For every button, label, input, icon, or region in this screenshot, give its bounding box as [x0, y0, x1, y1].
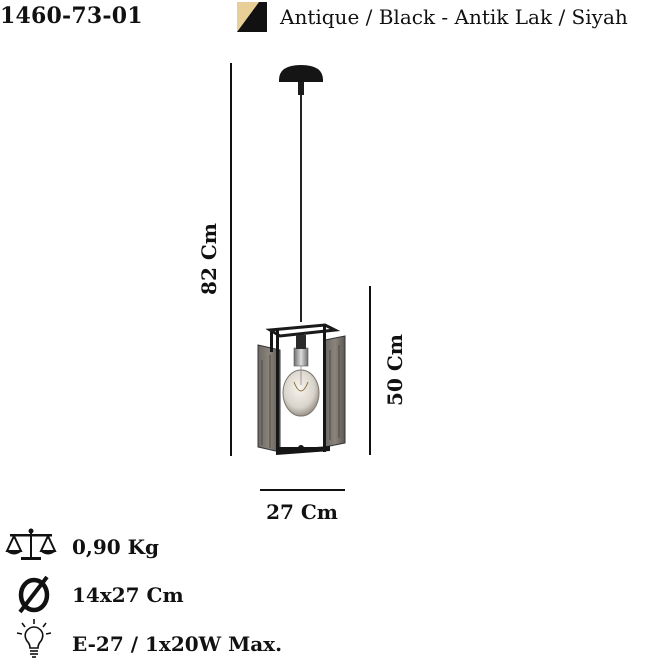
total-height-line — [230, 63, 232, 456]
diameter-icon — [14, 574, 64, 614]
finish-label: Antique / Black - Antik Lak / Siyah — [280, 5, 628, 29]
bulb-spec-text: E-27 / 1x20W Max. — [72, 632, 283, 656]
body-width-label: 27 Cm — [266, 500, 338, 524]
weight-text: 0,90 Kg — [72, 535, 160, 559]
scale-icon — [5, 527, 57, 567]
bulb-icon — [14, 618, 64, 658]
body-height-line — [369, 286, 371, 455]
pendant-lamp-illustration — [250, 60, 360, 460]
product-code: 1460-73-01 — [0, 3, 143, 29]
dimensions-text: 14x27 Cm — [72, 583, 184, 607]
body-height-label: 50 Cm — [383, 334, 407, 406]
finish-swatch — [237, 2, 267, 32]
total-height-label: 82 Cm — [197, 223, 221, 295]
body-width-line — [260, 489, 345, 491]
